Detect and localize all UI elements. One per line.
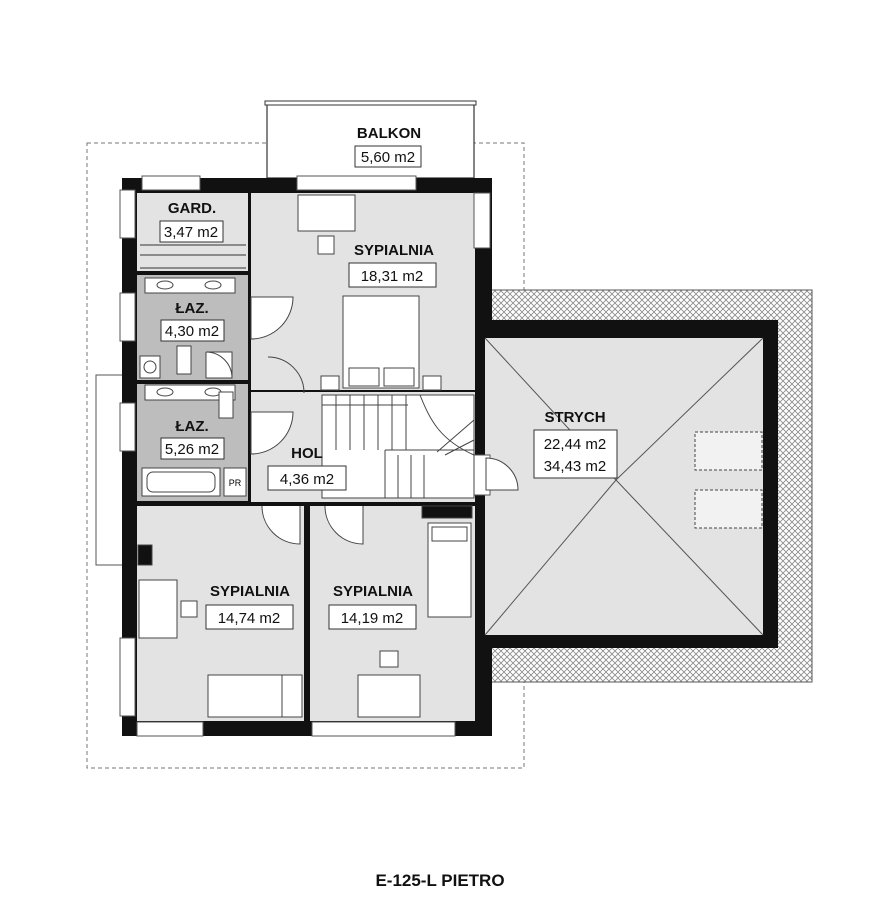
area-box <box>160 319 225 342</box>
room-label-sypialnia-main: SYPIALNIA 18,31 m2 <box>348 242 437 288</box>
room-name: SYPIALNIA <box>210 583 290 600</box>
room-label-laz-2: ŁAZ. 5,26 m2 <box>160 418 225 460</box>
area-box <box>354 145 422 168</box>
area-box <box>328 604 417 630</box>
room-label-laz-1: ŁAZ. 4,30 m2 <box>160 300 225 342</box>
doors <box>250 296 519 545</box>
staircase <box>321 394 475 499</box>
room-area: 3,47 m2 <box>164 224 218 241</box>
room-name: HOL <box>291 445 323 462</box>
room-name: SYPIALNIA <box>333 583 413 600</box>
room-area: 5,60 m2 <box>361 149 415 166</box>
room-name: SYPIALNIA <box>354 242 434 259</box>
room-area: 14,74 m2 <box>218 610 281 627</box>
area-box <box>348 262 437 288</box>
room-label-gard: GARD. 3,47 m2 <box>159 200 224 243</box>
area-box <box>267 465 347 491</box>
roof-windows <box>694 431 763 529</box>
room-name: BALKON <box>357 125 421 142</box>
bed-double <box>320 295 442 391</box>
room-area: 14,19 m2 <box>341 610 404 627</box>
room-label-strych: STRYCH 22,44 m2 34,43 m2 <box>533 409 618 479</box>
wardrobe <box>140 244 246 269</box>
area-box <box>160 437 225 460</box>
room-area: 4,30 m2 <box>165 323 219 340</box>
drawing-title: E-125-L PIETRO <box>375 871 504 890</box>
room-name: ŁAZ. <box>175 418 208 435</box>
area-box <box>159 220 224 243</box>
room-name: ŁAZ. <box>175 300 208 317</box>
room-area: 5,26 m2 <box>165 441 219 458</box>
pr-label: PR <box>229 478 242 488</box>
left-bay-outline <box>95 374 125 566</box>
furniture-bedroom-left <box>137 544 303 718</box>
area-box <box>205 604 294 630</box>
room-area-secondary: 34,43 m2 <box>544 458 607 475</box>
room-area: 4,36 m2 <box>280 471 334 488</box>
room-area: 18,31 m2 <box>361 268 424 285</box>
room-label-sypialnia-left: SYPIALNIA 14,74 m2 <box>205 583 294 630</box>
balcony-railing <box>264 100 477 106</box>
room-label-sypialnia-right: SYPIALNIA 14,19 m2 <box>328 583 417 630</box>
desk-main-bedroom <box>297 194 356 255</box>
room-name: GARD. <box>168 200 216 217</box>
room-label-balkon: BALKON 5,60 m2 <box>354 125 422 168</box>
furniture-bedroom-right <box>357 505 473 718</box>
room-label-hol: HOL 4,36 m2 <box>267 445 347 491</box>
interior-walls <box>248 193 310 721</box>
room-name: STRYCH <box>544 409 605 426</box>
area-box <box>533 429 618 479</box>
bathroom-fixtures <box>139 277 247 497</box>
room-area: 22,44 m2 <box>544 436 607 453</box>
